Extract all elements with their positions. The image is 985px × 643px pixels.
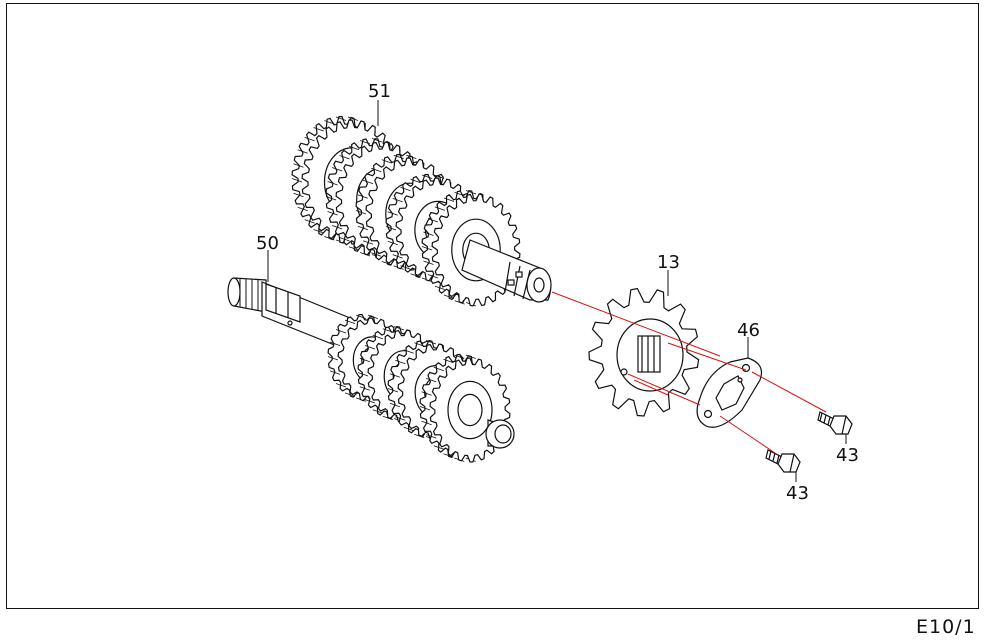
callout-43-lower: 43: [786, 483, 809, 504]
callout-43-right: 43: [836, 445, 859, 466]
assembly-centerlines: [551, 291, 827, 454]
drawing-frame: [6, 3, 979, 609]
callout-51: 51: [368, 81, 391, 102]
sheet-code: E10/1: [916, 616, 976, 638]
callout-46: 46: [737, 320, 760, 341]
bolt-right: [817, 411, 853, 435]
callout-13: 13: [657, 252, 680, 273]
callout-50: 50: [256, 233, 279, 254]
lock-washer: [696, 357, 763, 428]
output-shaft-assembly: [291, 115, 552, 307]
bolt-lower: [765, 449, 801, 473]
front-sprocket: [588, 287, 700, 417]
input-shaft-assembly: [227, 277, 515, 463]
leader-lines: [267, 100, 847, 482]
